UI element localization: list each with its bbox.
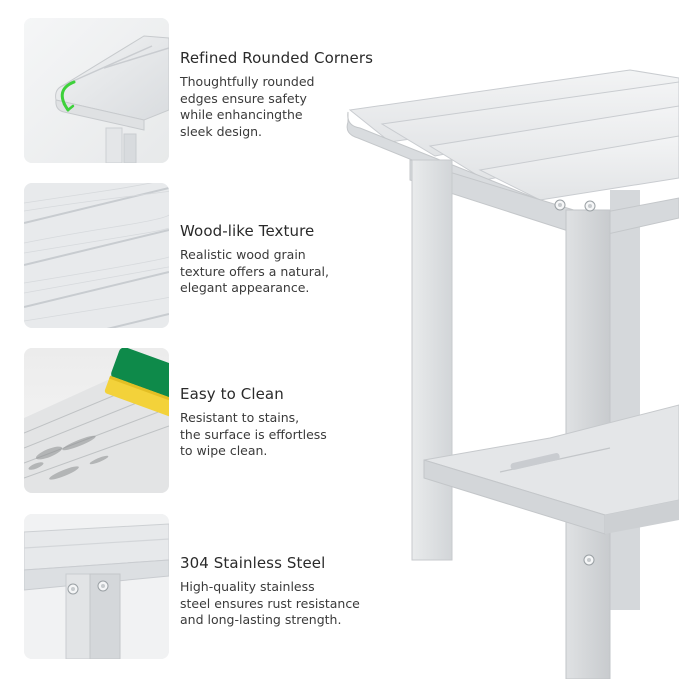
- rounded-corner-image: [24, 18, 169, 163]
- rounded-corner-thumbnail: [24, 18, 169, 163]
- feature-title: Easy to Clean: [180, 385, 284, 403]
- side-table-hero-image: [340, 60, 679, 679]
- feature-description: Realistic wood grain texture offers a na…: [180, 247, 329, 295]
- feature-description: Thoughtfully rounded edges ensure safety…: [180, 74, 315, 139]
- feature-title: 304 Stainless Steel: [180, 554, 326, 572]
- wood-texture-thumbnail: [24, 183, 169, 328]
- wood-texture-image: [24, 183, 169, 328]
- feature-description: High-quality stainless steel ensures rus…: [180, 579, 360, 627]
- stainless-steel-thumbnail: [24, 514, 169, 659]
- feature-description: Resistant to stains, the surface is effo…: [180, 410, 327, 458]
- feature-wood-texture: Wood-like Texture Realistic wood grain t…: [180, 222, 400, 297]
- side-table-illustration: [346, 69, 679, 679]
- sponge-cleaning-image: [24, 348, 169, 493]
- easy-clean-thumbnail: [24, 348, 169, 493]
- feature-title: Refined Rounded Corners: [180, 49, 374, 67]
- feature-rounded-corners: Refined Rounded Corners Thoughtfully rou…: [180, 49, 400, 140]
- feature-stainless-steel: 304 Stainless Steel High-quality stainle…: [180, 554, 400, 629]
- feature-title: Wood-like Texture: [180, 222, 315, 240]
- stainless-bolt-image: [24, 514, 169, 659]
- feature-easy-to-clean: Easy to Clean Resistant to stains, the s…: [180, 385, 400, 460]
